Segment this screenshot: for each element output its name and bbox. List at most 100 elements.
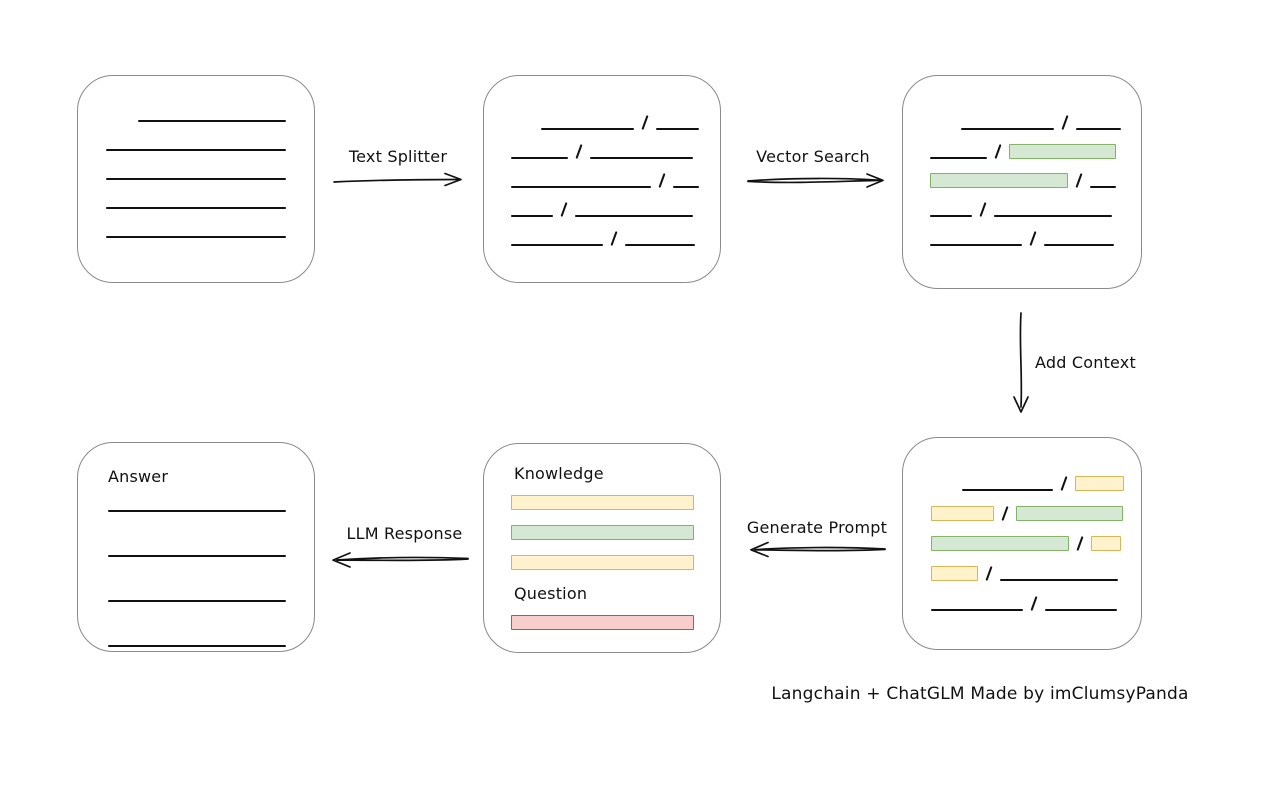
segment-row — [106, 192, 314, 209]
slash-separator — [575, 144, 583, 159]
prompt-box: Knowledge Question — [483, 443, 721, 653]
segment-row — [541, 113, 720, 130]
text-splitter-arrow-icon — [333, 172, 462, 187]
text-line — [106, 178, 286, 180]
segment-row — [930, 229, 1141, 246]
question-label: Question — [514, 584, 588, 603]
answer-lines — [78, 489, 314, 647]
llm-response-arrow-icon — [332, 552, 469, 568]
knowledge-bars — [511, 495, 720, 570]
segment-row — [931, 504, 1141, 521]
text-line — [511, 186, 651, 188]
text-line — [511, 215, 553, 217]
text-line — [930, 157, 987, 159]
segment-row — [930, 200, 1141, 217]
generate-prompt-label: Generate Prompt — [746, 518, 888, 537]
text-line — [108, 645, 286, 647]
source-document-box — [77, 75, 315, 283]
slash-separator — [979, 202, 987, 217]
context-chunk-lines — [903, 438, 1141, 611]
segment-row — [108, 585, 314, 602]
slash-separator — [1075, 173, 1083, 188]
text-line — [511, 244, 603, 246]
segment-row — [930, 171, 1141, 188]
text-line — [994, 215, 1112, 217]
text-line — [1000, 579, 1118, 581]
text-line — [575, 215, 693, 217]
question-bars — [511, 615, 720, 630]
text-line — [108, 600, 286, 602]
answer-box: Answer — [77, 442, 315, 652]
llm-response-label: LLM Response — [346, 524, 463, 543]
text-line — [930, 215, 972, 217]
green-chunk-bar — [1009, 144, 1116, 159]
green-chunk-bar — [930, 173, 1068, 188]
segment-row — [931, 594, 1141, 611]
slash-separator — [641, 115, 649, 130]
slash-separator — [560, 202, 568, 217]
segment-row — [106, 163, 314, 180]
segment-row — [931, 564, 1141, 581]
text-line — [1044, 244, 1114, 246]
segment-row — [511, 229, 720, 246]
text-line — [541, 128, 634, 130]
segment-row — [511, 171, 720, 188]
slash-separator — [1001, 506, 1009, 521]
text-line — [931, 609, 1023, 611]
generate-prompt-arrow-icon — [750, 541, 886, 558]
yellow-chunk-bar — [931, 566, 978, 581]
text-line — [1090, 186, 1116, 188]
slash-separator — [985, 566, 993, 581]
green-chunk-bar — [1016, 506, 1123, 521]
text-line — [511, 157, 568, 159]
segment-row — [106, 221, 314, 238]
vector-search-label: Vector Search — [756, 147, 870, 166]
slash-separator — [1030, 596, 1038, 611]
segment-row — [930, 142, 1141, 159]
text-line — [1076, 128, 1121, 130]
text-line — [590, 157, 693, 159]
segment-row — [962, 474, 1141, 491]
add-context-label: Add Context — [1035, 353, 1136, 372]
yellow-chunk-bar — [931, 506, 994, 521]
text-line — [962, 489, 1053, 491]
slash-separator — [1061, 115, 1069, 130]
yellow-chunk-bar — [1075, 476, 1124, 491]
knowledge-label: Knowledge — [514, 464, 604, 483]
segment-row — [108, 495, 314, 512]
document-lines — [78, 76, 314, 238]
text-line — [961, 128, 1054, 130]
green-chunk-bar — [931, 536, 1069, 551]
split-chunks-box — [483, 75, 721, 283]
text-line — [106, 236, 286, 238]
segment-row — [961, 113, 1141, 130]
text-line — [108, 555, 286, 557]
segment-row — [511, 142, 720, 159]
segment-row — [138, 105, 314, 122]
slash-separator — [1060, 476, 1068, 491]
slash-separator — [1076, 536, 1084, 551]
segment-row — [931, 534, 1141, 551]
text-line — [1045, 609, 1117, 611]
text-line — [625, 244, 695, 246]
yellow-bar — [511, 495, 694, 510]
slash-separator — [610, 231, 618, 246]
segment-row — [108, 630, 314, 647]
answer-label: Answer — [108, 467, 169, 486]
text-splitter-label: Text Splitter — [348, 147, 448, 166]
text-line — [656, 128, 699, 130]
text-line — [138, 120, 286, 122]
context-chunks-box — [902, 437, 1142, 650]
yellow-bar — [511, 555, 694, 570]
matched-chunk-lines — [903, 76, 1141, 246]
text-line — [108, 510, 286, 512]
slash-separator — [994, 144, 1002, 159]
text-line — [106, 149, 286, 151]
segment-row — [511, 200, 720, 217]
chunk-lines — [484, 76, 720, 246]
diagram-caption: Langchain + ChatGLM Made by imClumsyPand… — [771, 684, 1189, 704]
segment-row — [108, 540, 314, 557]
green-bar — [511, 525, 694, 540]
text-line — [673, 186, 699, 188]
